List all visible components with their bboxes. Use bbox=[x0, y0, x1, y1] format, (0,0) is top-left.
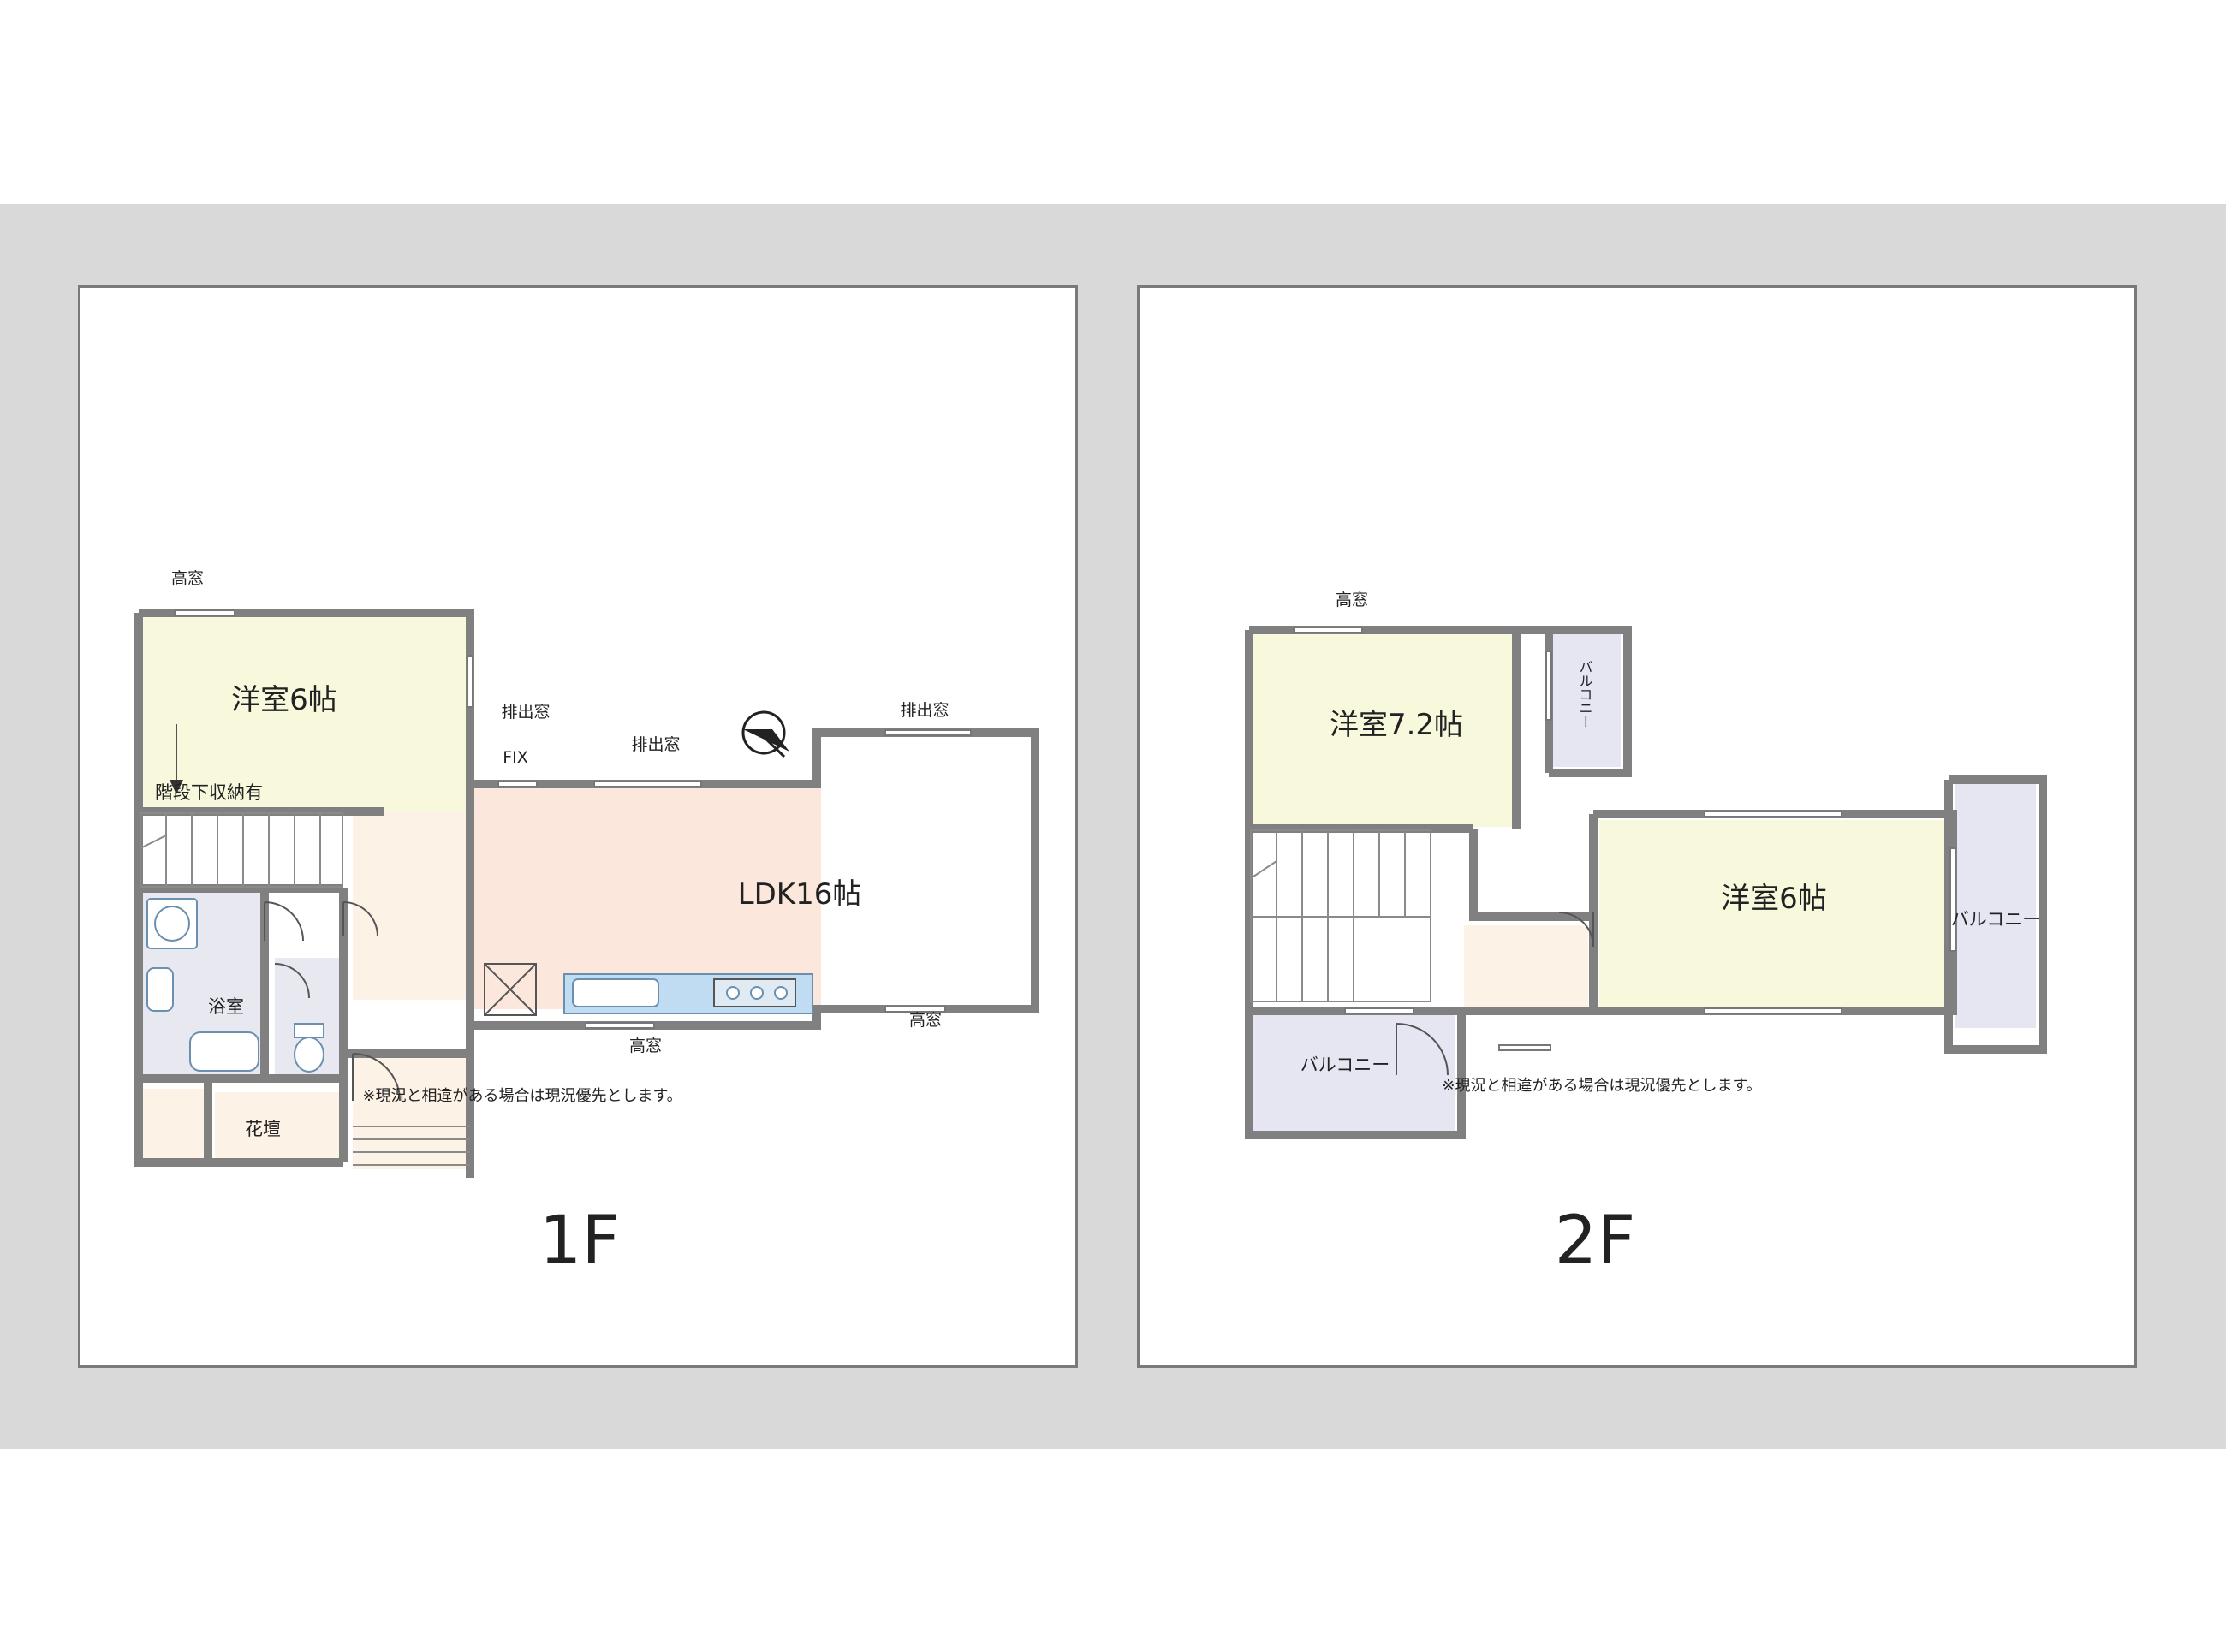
balcony-small-fill bbox=[1550, 634, 1621, 767]
hall-fill-2f bbox=[1464, 925, 1588, 1011]
room-label-bedroom: 洋室6帖 bbox=[231, 683, 337, 717]
entrance-fill bbox=[353, 1054, 470, 1169]
room-label-flowerbed: 花壇 bbox=[245, 1119, 281, 1139]
flowerbed-fill bbox=[215, 1092, 342, 1161]
balcony-bottom-fill bbox=[1250, 1015, 1455, 1131]
windows-1f bbox=[174, 609, 972, 1029]
label-high-window-bottom: 高窓 bbox=[629, 1037, 662, 1055]
storage-arrow-icon bbox=[170, 724, 183, 794]
washing-machine-icon bbox=[146, 898, 198, 949]
bedroom-fill bbox=[140, 615, 469, 811]
stairs-icon bbox=[140, 812, 343, 888]
label-fix-window: FIX bbox=[503, 748, 528, 767]
label-casement-window-b: 排出窓 bbox=[631, 735, 680, 754]
note-1f: ※現況と相違がある場合は現況優先とします。 bbox=[362, 1087, 681, 1105]
compass-icon bbox=[741, 710, 789, 758]
room-label-bedroom-large: 洋室7.2帖 bbox=[1330, 708, 1463, 742]
floor-label-2f: 2F bbox=[1555, 1203, 1636, 1280]
floorplan-2f-svg: 洋室7.2帖 洋室6帖 バルコニー バルコニー バルコニー 高窓 ※現況と相違が… bbox=[1245, 591, 2047, 1280]
balcony-right-fill bbox=[1955, 784, 2036, 1028]
label-casement-window-c: 排出窓 bbox=[900, 701, 949, 720]
door-swings-1f bbox=[264, 901, 401, 1102]
room-label-ldk: LDK16帖 bbox=[738, 877, 862, 912]
note-2f: ※現況と相違がある場合は現況優先とします。 bbox=[1442, 1077, 1761, 1095]
floorplan-panel-2f: 洋室7.2帖 洋室6帖 バルコニー バルコニー バルコニー 高窓 ※現況と相違が… bbox=[1137, 285, 2137, 1368]
bedroom-large-fill bbox=[1250, 634, 1515, 827]
toilet-icon bbox=[294, 1023, 324, 1073]
label-casement-window-a: 排出窓 bbox=[501, 703, 550, 722]
room-label-balcony-right: バルコニー bbox=[1951, 909, 2041, 930]
room-label-balcony-small: バルコニー bbox=[1577, 660, 1593, 728]
bedroom-small-fill bbox=[1599, 820, 1946, 1010]
label-high-window-top-2f: 高窓 bbox=[1336, 591, 1368, 609]
kitchen-sink-icon bbox=[572, 978, 659, 1007]
stairs-icon-2f bbox=[1250, 829, 1431, 1002]
door-swings-2f bbox=[1396, 912, 1594, 1076]
label-high-window-top: 高窓 bbox=[171, 569, 204, 588]
entry-steps-icon bbox=[353, 1126, 470, 1166]
hall-fill bbox=[353, 811, 470, 1000]
room-label-bedroom-small: 洋室6帖 bbox=[1721, 882, 1827, 916]
floorplan-1f-svg: 洋室6帖 LDK16帖 浴室 花壇 階段下収納有 高窓 排出窓 FIX 排出窓 … bbox=[134, 569, 1039, 1280]
label-stair-storage: 階段下収納有 bbox=[155, 782, 263, 803]
floor-label-1f: 1F bbox=[539, 1203, 621, 1280]
room-label-balcony-bottom: バルコニー bbox=[1300, 1055, 1390, 1075]
windows-2f bbox=[1293, 627, 1956, 1051]
label-high-window-right: 高窓 bbox=[909, 1011, 942, 1030]
bathtub-icon bbox=[189, 1031, 259, 1072]
floorplan-panel-1f: 洋室6帖 LDK16帖 浴室 花壇 階段下収納有 高窓 排出窓 FIX 排出窓 … bbox=[78, 285, 1078, 1368]
washbasin-icon bbox=[146, 967, 174, 1012]
closet-fill bbox=[140, 1089, 208, 1162]
fridge-space-icon bbox=[484, 963, 537, 1016]
room-label-bath: 浴室 bbox=[208, 996, 244, 1017]
kitchen-counter bbox=[563, 973, 813, 1014]
